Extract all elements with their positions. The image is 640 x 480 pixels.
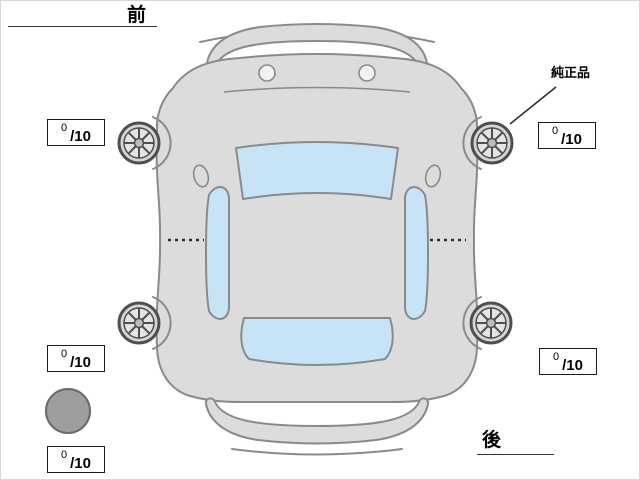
hood-line [223,86,411,93]
tread-score-front-right: 0 /10 [538,122,596,149]
score-denominator: /10 [70,455,91,472]
wheel-rear-left-icon [117,301,161,345]
rear-label: 後 [482,430,502,451]
score-denominator: /10 [562,357,583,374]
score-value: 0 [553,351,560,363]
tread-score-rear-left: 0 /10 [47,345,105,372]
tread-score-spare: 0 /10 [47,446,105,473]
score-value: 0 [61,122,68,134]
hood-circle-right [358,64,376,82]
hood-circle-left [258,64,276,82]
side-mirror-right [424,164,442,188]
rear-bumper [204,397,430,445]
wheel-front-left-icon [117,121,161,165]
spare-tire-icon [45,388,91,434]
wheel-arch-rear-right [462,296,482,350]
genuine-part-pointer-line [509,86,557,125]
wheel-arch-rear-left [152,296,172,350]
windshield-glass [235,141,399,200]
score-value: 0 [61,348,68,360]
car-body [155,53,479,403]
score-value: 0 [552,125,559,137]
score-denominator: /10 [70,128,91,145]
front-label: 前 [127,5,147,26]
tread-score-front-left: 0 /10 [47,119,105,146]
rear-edge-line [231,448,403,456]
wheel-arch-front-left [152,116,172,170]
genuine-part-label: 純正品 [551,65,591,80]
rear-underline [477,454,554,455]
wheel-front-right-icon [470,121,514,165]
side-mirror-left [192,164,210,188]
score-value: 0 [61,449,68,461]
car-top-view [152,23,482,456]
tread-score-rear-right: 0 /10 [539,348,597,375]
wheel-arch-front-right [462,116,482,170]
score-denominator: /10 [561,131,582,148]
wheel-rear-right-icon [469,301,513,345]
front-underline [8,26,157,27]
score-denominator: /10 [70,354,91,371]
rear-window-glass [240,317,394,366]
side-window-right [404,186,429,320]
side-window-left [205,186,230,320]
